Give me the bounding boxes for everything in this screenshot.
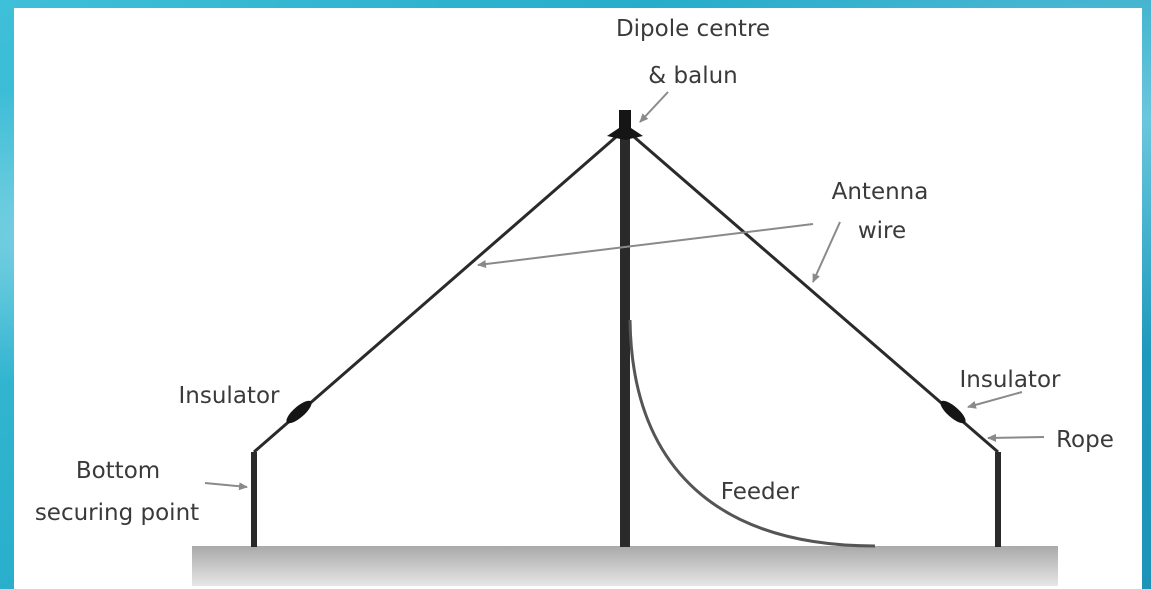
pointer-rope — [987, 433, 1045, 442]
left-pole — [251, 452, 257, 547]
label-rope: Rope — [1056, 427, 1114, 453]
label-insulator-left: Insulator — [179, 383, 280, 409]
pointer-antenna-wire-right — [812, 221, 841, 283]
pointer-dipole-centre — [639, 91, 669, 123]
insulator-left-shape — [286, 400, 312, 424]
balun-body — [619, 110, 631, 134]
insulator-right-shape — [940, 400, 966, 424]
right-pole — [995, 452, 1001, 547]
label-bottom-securing-2: securing point — [35, 500, 199, 526]
antenna-wire-left — [253, 128, 625, 454]
pointer-bottom-securing — [204, 482, 248, 491]
label-bottom-securing-1: Bottom — [76, 458, 160, 484]
diagram-card — [14, 8, 1142, 589]
feeder-cable — [628, 319, 876, 548]
label-dipole-centre-1: Dipole centre — [616, 16, 770, 42]
antenna-wire-right — [625, 128, 999, 454]
label-antenna-wire-1: Antenna — [832, 179, 929, 205]
pointer-insulator-right — [967, 391, 1023, 409]
label-insulator-right: Insulator — [960, 367, 1061, 393]
ground — [192, 546, 1058, 586]
pointer-antenna-wire-left — [477, 223, 814, 268]
label-feeder: Feeder — [721, 479, 800, 505]
centre-mast — [620, 132, 630, 547]
label-dipole-centre-2: & balun — [648, 63, 737, 89]
label-antenna-wire-2: wire — [858, 218, 906, 244]
